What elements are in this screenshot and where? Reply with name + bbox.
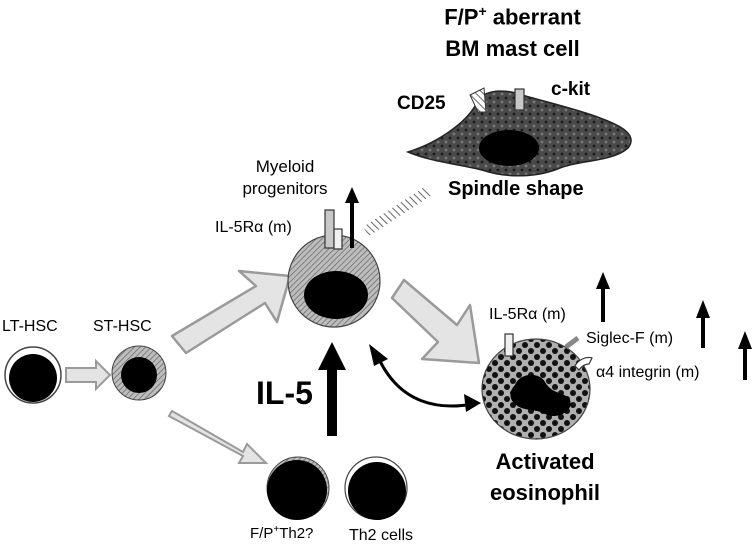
myeloid-il5ra-receptor-icon [324,209,343,250]
siglec-f-label: Siglec-F (m) [586,330,674,347]
eosinophil-label-line2: eosinophil [490,480,600,505]
myeloid-il5ra-label: IL-5Rα (m) [215,219,292,236]
arrow-st-to-myeloid [170,269,292,355]
mast-cell [405,90,632,177]
il5ra-up-arrow-icon [596,272,610,322]
lt-hsc-label: LT-HSC [2,318,58,335]
il5-label: IL-5 [256,375,313,411]
title-suffix: aberrant [486,4,581,30]
fp-th2-superscript: + [273,524,280,535]
siglec-up-arrow-icon [696,300,710,348]
title-superscript: + [478,3,487,19]
eosinophil-il5ra-label: IL-5Rα (m) [489,306,566,323]
fp-th2-suffix: Th2? [279,525,314,542]
cd25-label: CD25 [397,93,446,114]
arrow-st-to-th2 [167,409,269,464]
integrin-receptor-icon [574,356,593,372]
fp-th2-prefix: F/P [250,525,274,542]
arrow-lt-to-st [65,358,112,392]
lt-hsc-cell [4,346,62,404]
integrin-label: α4 integrin (m) [596,364,700,381]
il5-arrow-icon [318,342,346,436]
myeloid-label-line1: Myeloid [255,157,315,176]
arrow-myeloid-to-eosinophil [390,278,481,365]
title-line2: BM mast cell [445,36,580,61]
myeloid-up-arrow-icon [345,187,359,248]
arrow-myeloid-to-mast [363,186,432,236]
st-hsc-cell [111,345,167,401]
integrin-up-arrow-icon [738,331,752,380]
eosinophil-cell [481,338,591,440]
fp-th2-cell [266,456,330,520]
eosinophil-label-line1: Activated [495,449,595,474]
myeloid-label-line2: progenitors [242,179,328,198]
ckit-label: c-kit [551,79,591,100]
title-prefix: F/P [444,4,479,30]
th2-cells-label: Th2 cells [349,527,414,544]
curved-feedback-arrow [369,344,481,412]
ckit-receptor-icon [514,88,525,111]
siglec-f-receptor-icon [564,336,580,349]
cd25-receptor-icon [469,87,487,113]
st-hsc-label: ST-HSC [93,318,152,335]
fp-th2-label: F/P+Th2? [250,524,314,542]
spindle-shape-label: Spindle shape [448,178,584,200]
th2-cell [344,456,408,520]
eosinophil-il5ra-receptor-icon [504,333,514,357]
title-line1: F/P+ aberrant [395,4,630,28]
